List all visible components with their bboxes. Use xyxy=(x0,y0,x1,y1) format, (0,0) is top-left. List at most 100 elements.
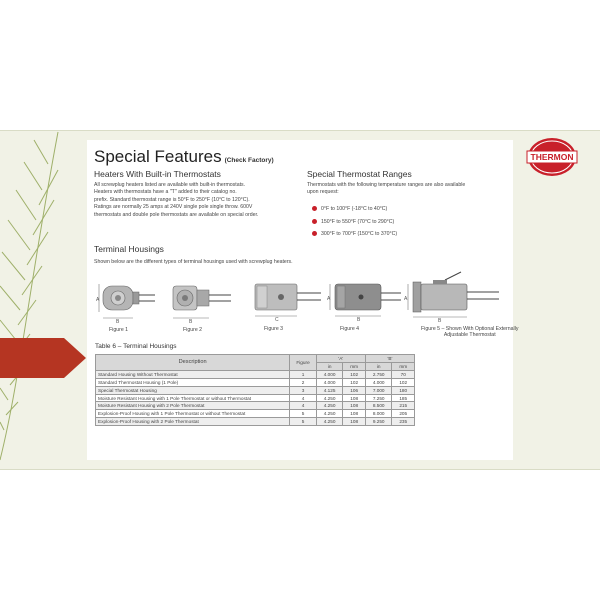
slide-top-rule xyxy=(0,130,600,131)
arrow-shape xyxy=(0,338,86,378)
slide-bottom-rule xyxy=(0,469,600,470)
cell-figure: 5 xyxy=(289,409,317,419)
cell-figure: 5 xyxy=(289,417,317,427)
document-card: Special Features(Check Factory) Heaters … xyxy=(87,140,518,460)
cell-description: Moisture Resistant Housing with 2 Pole T… xyxy=(94,401,291,411)
cell-figure: 2 xyxy=(289,377,317,387)
cell-description: Standard Thermostat Housing (1 Pole) xyxy=(94,377,291,387)
figure-4-drawing: A B xyxy=(327,283,401,322)
cell-figure: 4 xyxy=(289,393,317,403)
list-item: 150°F to 550°F (70°C to 290°C) xyxy=(311,218,397,232)
cell-a-in: 4.125 xyxy=(315,385,344,395)
column-header-a-mm: mm xyxy=(342,362,366,371)
ranges-list: 0°F to 100°F (-18°C to 40°C) 150°F to 55… xyxy=(311,206,397,244)
cell-description: Explosion-Proof Housing with 1 Pole Ther… xyxy=(94,409,291,419)
cell-a-mm: 106 xyxy=(342,385,366,395)
column-header-b: 'B' xyxy=(364,354,416,363)
title-note: (Check Factory) xyxy=(224,157,274,164)
list-item: 300°F to 700°F (150°C to 370°C) xyxy=(311,231,397,244)
cell-a-in: 4.250 xyxy=(315,393,344,403)
leaf-decoration xyxy=(0,131,59,461)
list-item: 0°F to 100°F (-18°C to 40°C) xyxy=(311,206,397,219)
cell-a-mm: 108 xyxy=(342,409,366,419)
special-ranges-text: Thermostats with the following temperatu… xyxy=(307,182,465,197)
dimension-a-label: A xyxy=(327,296,331,302)
cell-a-in: 4.250 xyxy=(315,409,344,419)
bullet-icon xyxy=(312,206,317,211)
cell-b-mm: 180 xyxy=(391,385,415,395)
cell-b-mm: 70 xyxy=(391,369,415,379)
builtin-line: prefix. Standard thermostat range is 50°… xyxy=(94,196,250,203)
figure-5-caption: Figure 5 – Shown With Optional Externall… xyxy=(421,326,519,338)
table-row: Standard Thermostat Housing (1 Pole) 2 4… xyxy=(94,377,415,387)
table-row: Moisture Resistant Housing with 1 Pole T… xyxy=(94,393,415,403)
cell-b-in: 2.750 xyxy=(364,369,393,379)
cell-figure: 1 xyxy=(289,369,317,379)
builtin-line: Heaters with thermostats have a "T" adde… xyxy=(94,189,237,196)
terminal-housings-table: Description Figure 'A' 'B' in mm in mm S… xyxy=(94,354,416,427)
cell-b-mm: 235 xyxy=(391,417,415,427)
cell-description: Explosion-Proof Housing with 2 Pole Ther… xyxy=(94,417,291,427)
table-row: Moisture Resistant Housing with 2 Pole T… xyxy=(94,401,415,411)
cell-a-in: 4.250 xyxy=(315,417,344,427)
table-row: Explosion-Proof Housing with 2 Pole Ther… xyxy=(94,417,415,427)
builtin-thermostats-text: All screwplug heaters listed are availab… xyxy=(94,182,258,219)
cell-b-mm: 102 xyxy=(391,377,415,387)
builtin-line: Ratings are normally 25 amps at 240V sin… xyxy=(94,204,253,211)
figure-2-drawing: B xyxy=(172,285,231,324)
page-title: Special Features(Check Factory) xyxy=(94,147,274,166)
cell-a-mm: 108 xyxy=(342,401,366,411)
cell-description: Moisture Resistant Housing with 1 Pole T… xyxy=(94,393,291,403)
cell-b-mm: 185 xyxy=(391,393,415,403)
terminal-housings-intro: Shown below are the different types of t… xyxy=(94,259,293,265)
table-row: Special Thermostat Housing 3 4.125 106 7… xyxy=(94,385,415,395)
cell-description: Standard Housing Without Thermostat xyxy=(94,369,291,379)
ranges-line: Thermostats with the following temperatu… xyxy=(307,182,466,188)
dimension-b-label: B xyxy=(438,318,442,322)
cell-b-in: 8.500 xyxy=(364,401,393,411)
dimension-a-label: A xyxy=(96,297,100,303)
figure-4-caption: Figure 4 xyxy=(340,326,360,332)
cell-a-in: 4.000 xyxy=(315,377,344,387)
terminal-housings-heading: Terminal Housings xyxy=(94,244,164,254)
dimension-a-label: A xyxy=(404,296,408,302)
column-header-figure: Figure xyxy=(289,354,317,371)
table-row: Explosion-Proof Housing with 1 Pole Ther… xyxy=(94,409,415,419)
cell-b-mm: 215 xyxy=(391,401,415,411)
table-row: Standard Housing Without Thermostat 1 4.… xyxy=(94,369,415,379)
table-caption: Table 6 – Terminal Housings xyxy=(95,343,177,350)
figure-1-drawing: A B xyxy=(96,284,155,324)
cell-a-mm: 102 xyxy=(342,377,366,387)
cell-a-mm: 108 xyxy=(342,417,366,427)
builtin-line: thermostats and double pole thermostats … xyxy=(94,211,259,218)
cell-b-in: 7.000 xyxy=(364,385,393,395)
cell-figure: 4 xyxy=(289,401,317,411)
cell-description: Special Thermostat Housing xyxy=(94,385,291,395)
svg-text:THERMON: THERMON xyxy=(531,152,574,162)
figure-5-drawing: A B xyxy=(404,271,499,322)
figure-3-drawing: C xyxy=(254,283,321,322)
dimension-b-label: B xyxy=(189,319,193,324)
cell-b-in: 8.000 xyxy=(364,409,393,419)
special-ranges-heading: Special Thermostat Ranges xyxy=(307,169,412,179)
thermon-logo: THERMON xyxy=(526,138,578,176)
bullet-icon xyxy=(312,218,317,224)
cell-b-in: 9.250 xyxy=(364,417,393,427)
dimension-b-label: B xyxy=(357,317,361,322)
cell-b-in: 4.000 xyxy=(364,377,393,387)
cell-a-mm: 102 xyxy=(342,369,366,379)
table-header-row: Description Figure 'A' 'B' xyxy=(94,354,416,371)
figure-1-caption: Figure 1 xyxy=(109,327,129,333)
figure-2-caption: Figure 2 xyxy=(183,327,203,333)
cell-a-mm: 108 xyxy=(342,393,366,403)
cell-a-in: 4.000 xyxy=(315,369,344,379)
column-header-a-in: in xyxy=(315,362,344,371)
column-header-description: Description xyxy=(94,354,291,371)
bullet-icon xyxy=(312,231,317,236)
dimension-c-label: C xyxy=(275,317,279,322)
column-header-a: 'A' xyxy=(315,354,366,363)
builtin-thermostats-heading: Heaters With Built-in Thermostats xyxy=(94,169,221,179)
cell-a-in: 4.250 xyxy=(315,401,344,411)
cell-figure: 3 xyxy=(289,385,317,395)
cell-b-in: 7.250 xyxy=(364,393,393,403)
